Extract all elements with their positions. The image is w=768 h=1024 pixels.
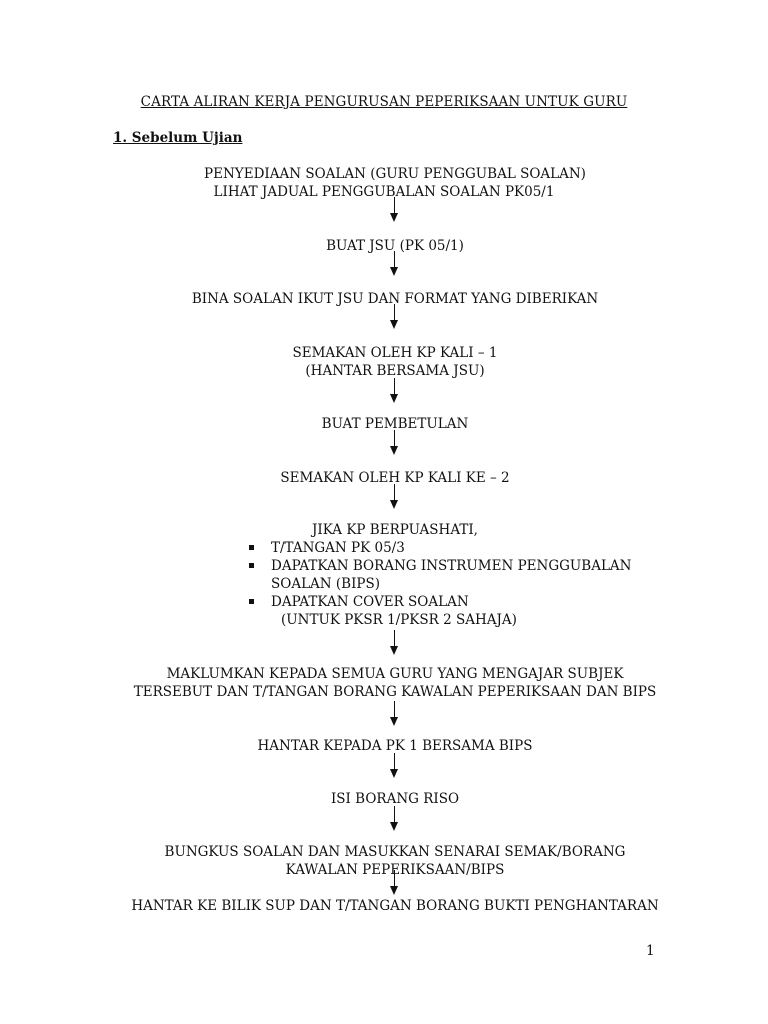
flow-arrow-down-icon: [388, 304, 402, 330]
bullet-square-icon: [249, 545, 254, 550]
step-line: PENYEDIAAN SOALAN (GURU PENGGUBAL SOALAN…: [204, 166, 586, 182]
flow-step-hantar-bilik-sup: HANTAR KE BILIK SUP DAN T/TANGAN BORANG …: [0, 897, 768, 915]
flow-step-hantar-pk1: HANTAR KEPADA PK 1 BERSAMA BIPS: [0, 737, 768, 755]
list-item: T/TANGAN PK 05/3: [247, 539, 631, 557]
step-line: HANTAR KEPADA PK 1 BERSAMA BIPS: [257, 738, 533, 754]
step-line: LIHAT JADUAL PENGGUBALAN SOALAN PK05/1: [213, 184, 555, 200]
flow-arrow-down-icon: [388, 484, 402, 510]
list-item: DAPATKAN COVER SOALAN: [247, 593, 631, 611]
flow-step-semakan-kp-1: SEMAKAN OLEH KP KALI – 1 (HANTAR BERSAMA…: [0, 344, 768, 380]
flow-step-penyediaan-soalan: PENYEDIAAN SOALAN (GURU PENGGUBAL SOALAN…: [0, 165, 768, 201]
flow-arrow-down-icon: [388, 197, 402, 223]
step-line: KAWALAN PEPERIKSAAN/BIPS: [285, 862, 505, 878]
step-line: JIKA KP BERPUASHATI,: [312, 522, 478, 538]
flow-arrow-down-icon: [388, 378, 402, 404]
bullet-square-icon: [249, 563, 254, 568]
step-line: MAKLUMKAN KEPADA SEMUA GURU YANG MENGAJA…: [166, 666, 624, 682]
flow-step-bungkus-soalan: BUNGKUS SOALAN DAN MASUKKAN SENARAI SEMA…: [0, 843, 768, 879]
flow-step-semakan-kp-2: SEMAKAN OLEH KP KALI KE – 2: [0, 469, 768, 487]
step-line: BUAT JSU (PK 05/1): [326, 238, 464, 254]
step-line: HANTAR KE BILIK SUP DAN T/TANGAN BORANG …: [131, 898, 659, 914]
list-item-continuation: (UNTUK PKSR 1/PKSR 2 SAHAJA): [281, 612, 517, 628]
flow-step-buat-pembetulan: BUAT PEMBETULAN: [0, 415, 768, 433]
flow-arrow-down-icon: [388, 430, 402, 456]
flow-step-kp-berpuashati: JIKA KP BERPUASHATI,: [0, 521, 768, 539]
flow-step-isi-borang-riso: ISI BORANG RISO: [0, 790, 768, 808]
list-item-continuation: SOALAN (BIPS): [271, 576, 381, 592]
flow-step-buat-jsu: BUAT JSU (PK 05/1): [0, 237, 768, 255]
step-line: BUNGKUS SOALAN DAN MASUKKAN SENARAI SEMA…: [164, 844, 626, 860]
flow-step-maklumkan-guru: MAKLUMKAN KEPADA SEMUA GURU YANG MENGAJA…: [0, 665, 768, 701]
flow-arrow-down-icon: [388, 630, 402, 656]
flow-arrow-down-icon: [388, 251, 402, 277]
step-line: BINA SOALAN IKUT JSU DAN FORMAT YANG DIB…: [191, 291, 599, 307]
step-line: SEMAKAN OLEH KP KALI – 1: [292, 345, 498, 361]
flow-step-bina-soalan: BINA SOALAN IKUT JSU DAN FORMAT YANG DIB…: [0, 290, 768, 308]
flow-arrow-down-icon: [388, 870, 402, 896]
step-line: (HANTAR BERSAMA JSU): [305, 363, 485, 379]
step-line: ISI BORANG RISO: [330, 791, 460, 807]
bullet-square-icon: [249, 599, 254, 604]
section-heading: 1. Sebelum Ujian: [113, 130, 243, 146]
step-line: TERSEBUT DAN T/TANGAN BORANG KAWALAN PEP…: [133, 684, 657, 700]
flow-arrow-down-icon: [388, 701, 402, 727]
page-title: CARTA ALIRAN KERJA PENGURUSAN PEPERIKSAA…: [140, 94, 628, 110]
approval-bullet-list: T/TANGAN PK 05/3 DAPATKAN BORANG INSTRUM…: [247, 539, 631, 629]
list-item: DAPATKAN BORANG INSTRUMEN PENGGUBALAN: [247, 557, 631, 575]
step-line: BUAT PEMBETULAN: [321, 416, 469, 432]
flow-arrow-down-icon: [388, 753, 402, 779]
page-number: 1: [646, 943, 655, 959]
flow-arrow-down-icon: [388, 806, 402, 832]
step-line: SEMAKAN OLEH KP KALI KE – 2: [280, 470, 510, 486]
